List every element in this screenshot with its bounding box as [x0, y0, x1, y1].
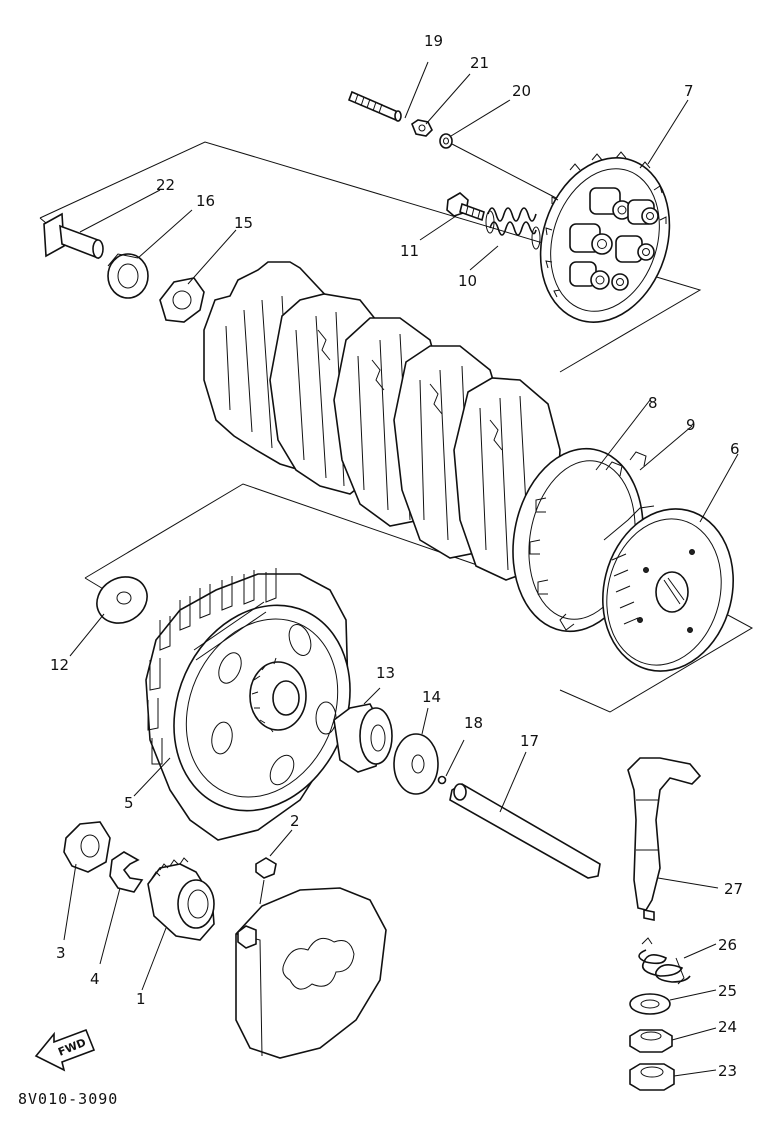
part-3-nut: [63, 821, 111, 941]
part-5-clutch-housing: [133, 568, 351, 841]
part-7-pressure-plate: [539, 99, 689, 323]
part-27-lever-shaft: [627, 757, 719, 921]
callout-18: 18: [464, 714, 483, 732]
callout-19: 19: [424, 32, 443, 50]
part-23-bearing: [629, 1063, 717, 1091]
callout-5: 5: [124, 794, 134, 812]
callout-10: 10: [458, 272, 477, 290]
callout-7: 7: [684, 82, 694, 100]
part-11-bolt: [419, 192, 485, 241]
callout-27: 27: [724, 880, 743, 898]
clutch-plate-stack: [203, 261, 561, 581]
part-20-washer: [439, 99, 561, 201]
part-21-nut: [411, 73, 471, 137]
callout-12: 12: [50, 656, 69, 674]
callout-labels: 19 21 20 7 22 16 15 11 10 8 9 6 12 13 14…: [50, 32, 743, 1080]
part-13-collar: [333, 687, 393, 773]
part-18-ball: [437, 739, 465, 785]
callout-2: 2: [290, 812, 300, 830]
callout-1: 1: [136, 990, 146, 1008]
callout-9: 9: [686, 416, 696, 434]
part-15-lock-washer: [159, 229, 237, 323]
callout-26: 26: [718, 936, 737, 954]
part-26-spring: [638, 937, 717, 985]
part-22-push-rod: [43, 189, 161, 260]
part-16-bearing: [107, 209, 193, 299]
callout-14: 14: [422, 688, 441, 706]
callout-24: 24: [718, 1018, 737, 1036]
callout-11: 11: [400, 242, 419, 260]
part-6-clutch-boss: [602, 453, 739, 672]
part-25-washer: [629, 989, 717, 1015]
callout-17: 17: [520, 732, 539, 750]
crankshaft-web: [235, 879, 387, 1059]
callout-16: 16: [196, 192, 215, 210]
callout-23: 23: [718, 1062, 737, 1080]
part-9-friction-plate: [529, 425, 693, 631]
callout-3: 3: [56, 944, 66, 962]
part-4-lock-washer: [99, 851, 144, 965]
part-19-bolt: [347, 61, 429, 122]
callout-13: 13: [376, 664, 395, 682]
callout-4: 4: [90, 970, 100, 988]
callout-8: 8: [648, 394, 658, 412]
part-17-push-rod: [449, 751, 601, 879]
callout-21: 21: [470, 54, 489, 72]
fwd-arrow-icon: FWD: [34, 1028, 96, 1072]
part-2-key: [255, 829, 293, 879]
part-1-primary-drive-gear: [141, 857, 215, 991]
callout-22: 22: [156, 176, 175, 194]
callout-6: 6: [730, 440, 740, 458]
callout-15: 15: [234, 214, 253, 232]
callout-25: 25: [718, 982, 737, 1000]
callout-20: 20: [512, 82, 531, 100]
part-10-spring: [469, 207, 541, 271]
part-14-washer: [393, 707, 439, 795]
part-24-seal: [629, 1027, 717, 1053]
part-12-thrust-washer: [69, 576, 148, 657]
drawing-code: 8V010-3090: [18, 1090, 118, 1108]
